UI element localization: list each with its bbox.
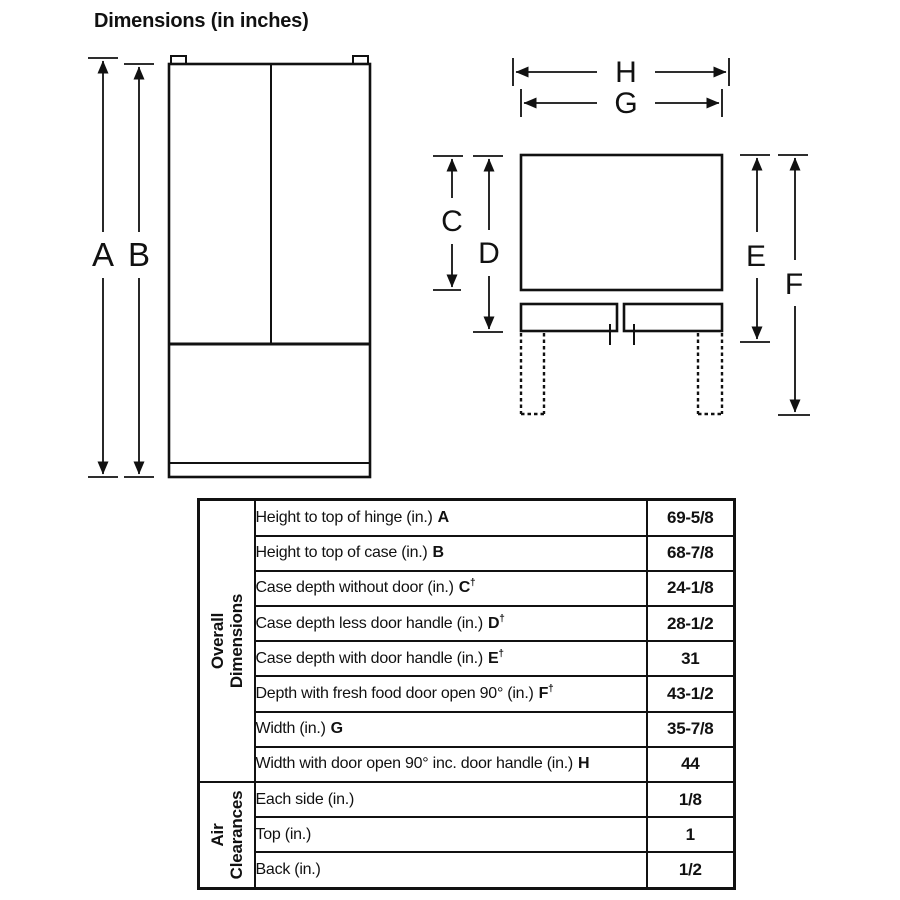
dim-label-g: G	[614, 87, 637, 120]
row-label-dagger: †	[470, 577, 476, 589]
row-label-letter: E	[487, 649, 499, 667]
dimension-arrow-f: F	[778, 154, 810, 416]
table-row: Width with door open 90° inc. door handl…	[199, 745, 736, 783]
dimension-diagram: A B H	[88, 55, 810, 479]
row-label-letter: C	[458, 579, 471, 597]
table-row: Overall Dimensions Height to top of hing…	[197, 498, 736, 783]
row-label-text: Width (in.)	[255, 720, 326, 738]
table-row: Air Clearances Each side (in.) 1/8	[197, 780, 736, 890]
row-label-letter: H	[578, 755, 590, 773]
door-left-plan	[519, 302, 619, 333]
fridge-body-outline	[167, 62, 372, 479]
spec-row-label: Case depth without door (in.)C†	[253, 569, 648, 607]
row-label-text: Case depth with door handle (in.)	[255, 649, 484, 667]
table-row: Height to top of case (in.)B 68-7/8	[199, 534, 736, 572]
spec-row-label: Case depth with door handle (in.)E†	[253, 640, 648, 678]
row-label-letter: A	[437, 508, 450, 526]
spec-row-label: Each side (in.)	[253, 780, 648, 819]
dim-label-h: H	[615, 56, 637, 89]
row-label-letter: D	[487, 614, 500, 632]
dim-label-c: C	[441, 205, 463, 238]
row-label-text: Height to top of hinge (in.)	[255, 508, 433, 526]
dim-label-e: E	[746, 240, 766, 273]
dim-label-d: D	[478, 237, 500, 270]
spec-row-value: 1	[645, 816, 736, 854]
open-door-projection-left	[519, 333, 546, 416]
dimension-arrow-h: H	[512, 56, 730, 89]
row-label-letter: B	[432, 544, 445, 562]
spec-row-value: 43-1/2	[645, 675, 736, 713]
row-label-dagger: †	[499, 613, 505, 625]
row-label-dagger: †	[548, 683, 554, 695]
table-row: Depth with fresh food door open 90° (in.…	[199, 675, 736, 713]
spec-row-value: 28-1/2	[645, 604, 736, 643]
row-label-text: Width with door open 90° inc. door handl…	[255, 755, 574, 773]
spec-row-label: Height to top of hinge (in.)A	[253, 498, 648, 537]
spec-row-value: 35-7/8	[645, 710, 736, 748]
refrigerator-front-view: A B	[88, 55, 372, 479]
dimension-arrow-e: E	[740, 154, 770, 343]
spec-table: Overall Dimensions Height to top of hing…	[197, 498, 736, 890]
spec-row-value: 68-7/8	[645, 534, 736, 572]
section-header-overall-dimensions: Overall Dimensions	[197, 498, 256, 783]
spec-row-value: 24-1/8	[645, 569, 736, 607]
row-label-text: Height to top of case (in.)	[255, 544, 428, 562]
spec-row-label: Width with door open 90° inc. door handl…	[253, 745, 648, 783]
table-row: Case depth without door (in.)C† 24-1/8	[199, 569, 736, 607]
row-label-text: Back (in.)	[255, 861, 321, 879]
spec-row-label: Back (in.)	[253, 851, 648, 890]
row-label-text: Top (in.)	[255, 825, 312, 843]
page-title: Dimensions (in inches)	[94, 10, 309, 32]
spec-row-value: 1/8	[645, 780, 736, 819]
case-plan-outline	[519, 153, 724, 292]
dim-label-b: B	[128, 236, 150, 273]
spec-row-value: 31	[645, 640, 736, 678]
spec-row-label: Depth with fresh food door open 90° (in.…	[253, 675, 648, 713]
dim-label-a: A	[92, 236, 114, 273]
table-row: Top (in.) 1	[199, 816, 736, 854]
spec-row-label: Height to top of case (in.)B	[253, 534, 648, 572]
row-label-letter: G	[330, 720, 343, 738]
table-row: Case depth with door handle (in.)E† 31	[199, 640, 736, 678]
door-right-plan	[622, 302, 724, 333]
table-row: Case depth less door handle (in.)D† 28-1…	[199, 604, 736, 643]
spec-row-label: Case depth less door handle (in.)D†	[253, 604, 648, 643]
dimension-arrow-d: D	[473, 155, 503, 333]
spec-row-label: Top (in.)	[253, 816, 648, 854]
row-label-text: Case depth without door (in.)	[255, 579, 454, 597]
spec-row-value: 69-5/8	[645, 498, 736, 537]
open-door-projection-right	[696, 333, 724, 416]
dimension-arrow-b: B	[124, 63, 154, 478]
dimension-arrow-a: A	[88, 57, 118, 478]
spec-row-value: 44	[645, 745, 736, 783]
dimension-arrow-g: G	[520, 87, 723, 120]
row-label-text: Case depth less door handle (in.)	[255, 614, 484, 632]
row-label-text: Each side (in.)	[255, 790, 355, 808]
refrigerator-top-view: H G	[433, 56, 810, 416]
spec-row-label: Width (in.)G	[253, 710, 648, 748]
spec-row-value: 1/2	[645, 851, 736, 890]
row-label-letter: F	[538, 684, 549, 702]
dimension-arrow-c: C	[433, 155, 463, 291]
section-header-air-clearances: Air Clearances	[197, 780, 256, 890]
table-row: Back (in.) 1/2	[199, 851, 736, 890]
row-label-text: Depth with fresh food door open 90° (in.…	[255, 684, 534, 702]
dim-label-f: F	[785, 268, 803, 301]
table-row: Width (in.)G 35-7/8	[199, 710, 736, 748]
row-label-dagger: †	[498, 648, 504, 660]
